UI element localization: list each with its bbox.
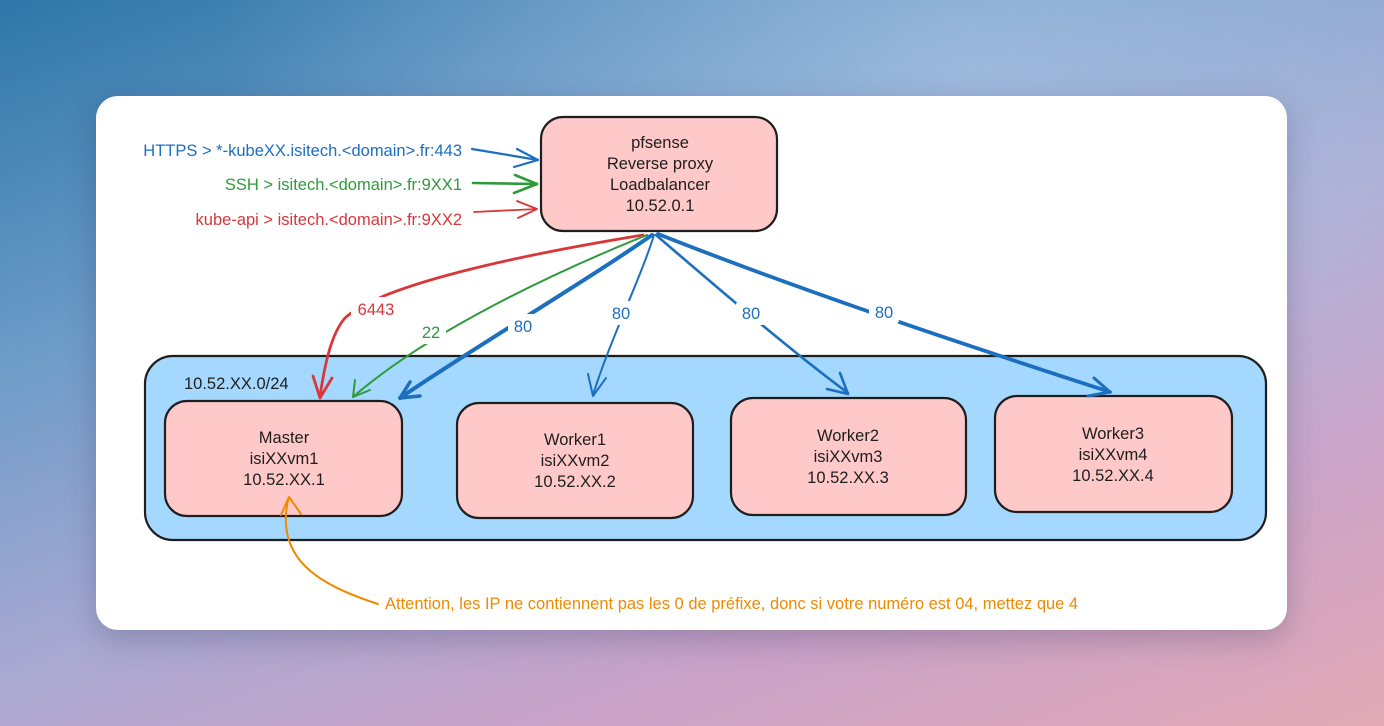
node-vm: isiXXvm1	[250, 450, 319, 468]
svg-text:6443: 6443	[358, 301, 395, 319]
subnet-label: 10.52.XX.0/24	[184, 375, 289, 393]
node-master: Master isiXXvm1 10.52.XX.1	[163, 399, 404, 518]
pfsense-role-lb: Loadbalancer	[610, 176, 711, 194]
node-worker2: Worker2 isiXXvm3 10.52.XX.3	[729, 396, 968, 517]
ssh-inbound-label: SSH > isitech.<domain>.fr:9XX1	[225, 176, 462, 194]
arrow-kube-api-inbound	[473, 200, 538, 219]
arrow-https-inbound	[470, 147, 540, 169]
note-arrow	[280, 496, 379, 605]
subnet-box	[143, 354, 1268, 542]
node-ip: 10.52.XX.4	[1072, 467, 1154, 485]
port-label-kube-api: 6443	[351, 297, 401, 321]
arrow-ssh-to-master	[352, 234, 648, 398]
svg-text:22: 22	[422, 324, 440, 342]
port-label-http-master: 80	[508, 314, 538, 338]
node-worker3: Worker3 isiXXvm4 10.52.XX.4	[993, 394, 1234, 514]
port-label-http-worker3: 80	[869, 300, 899, 324]
port-label-ssh: 22	[416, 320, 446, 344]
pfsense-title: pfsense	[631, 134, 689, 152]
node-worker1: Worker1 isiXXvm2 10.52.XX.2	[455, 401, 695, 520]
node-ip: 10.52.XX.2	[534, 473, 616, 491]
node-ip: 10.52.XX.1	[243, 471, 325, 489]
node-vm: isiXXvm2	[541, 452, 610, 470]
node-name: Worker3	[1082, 425, 1144, 443]
kube-api-inbound-label: kube-api > isitech.<domain>.fr:9XX2	[196, 211, 462, 229]
node-ip: 10.52.XX.3	[807, 469, 889, 487]
pfsense-node: pfsense Reverse proxy Loadbalancer 10.52…	[539, 115, 779, 233]
arrow-ssh-inbound	[471, 173, 539, 195]
svg-text:80: 80	[742, 305, 760, 323]
pfsense-ip: 10.52.0.1	[626, 197, 695, 215]
node-name: Worker1	[544, 431, 606, 449]
node-vm: isiXXvm3	[814, 448, 883, 466]
note-text: Attention, les IP ne contiennent pas les…	[385, 595, 1078, 613]
port-label-http-worker1: 80	[606, 301, 636, 325]
node-name: Worker2	[817, 427, 879, 445]
svg-text:80: 80	[612, 305, 630, 323]
node-name: Master	[259, 429, 310, 447]
pfsense-role-proxy: Reverse proxy	[607, 155, 714, 173]
svg-text:80: 80	[514, 318, 532, 336]
node-vm: isiXXvm4	[1079, 446, 1148, 464]
https-inbound-label: HTTPS > *-kubeXX.isitech.<domain>.fr:443	[143, 142, 462, 160]
svg-text:80: 80	[875, 304, 893, 322]
port-label-http-worker2: 80	[736, 301, 766, 325]
